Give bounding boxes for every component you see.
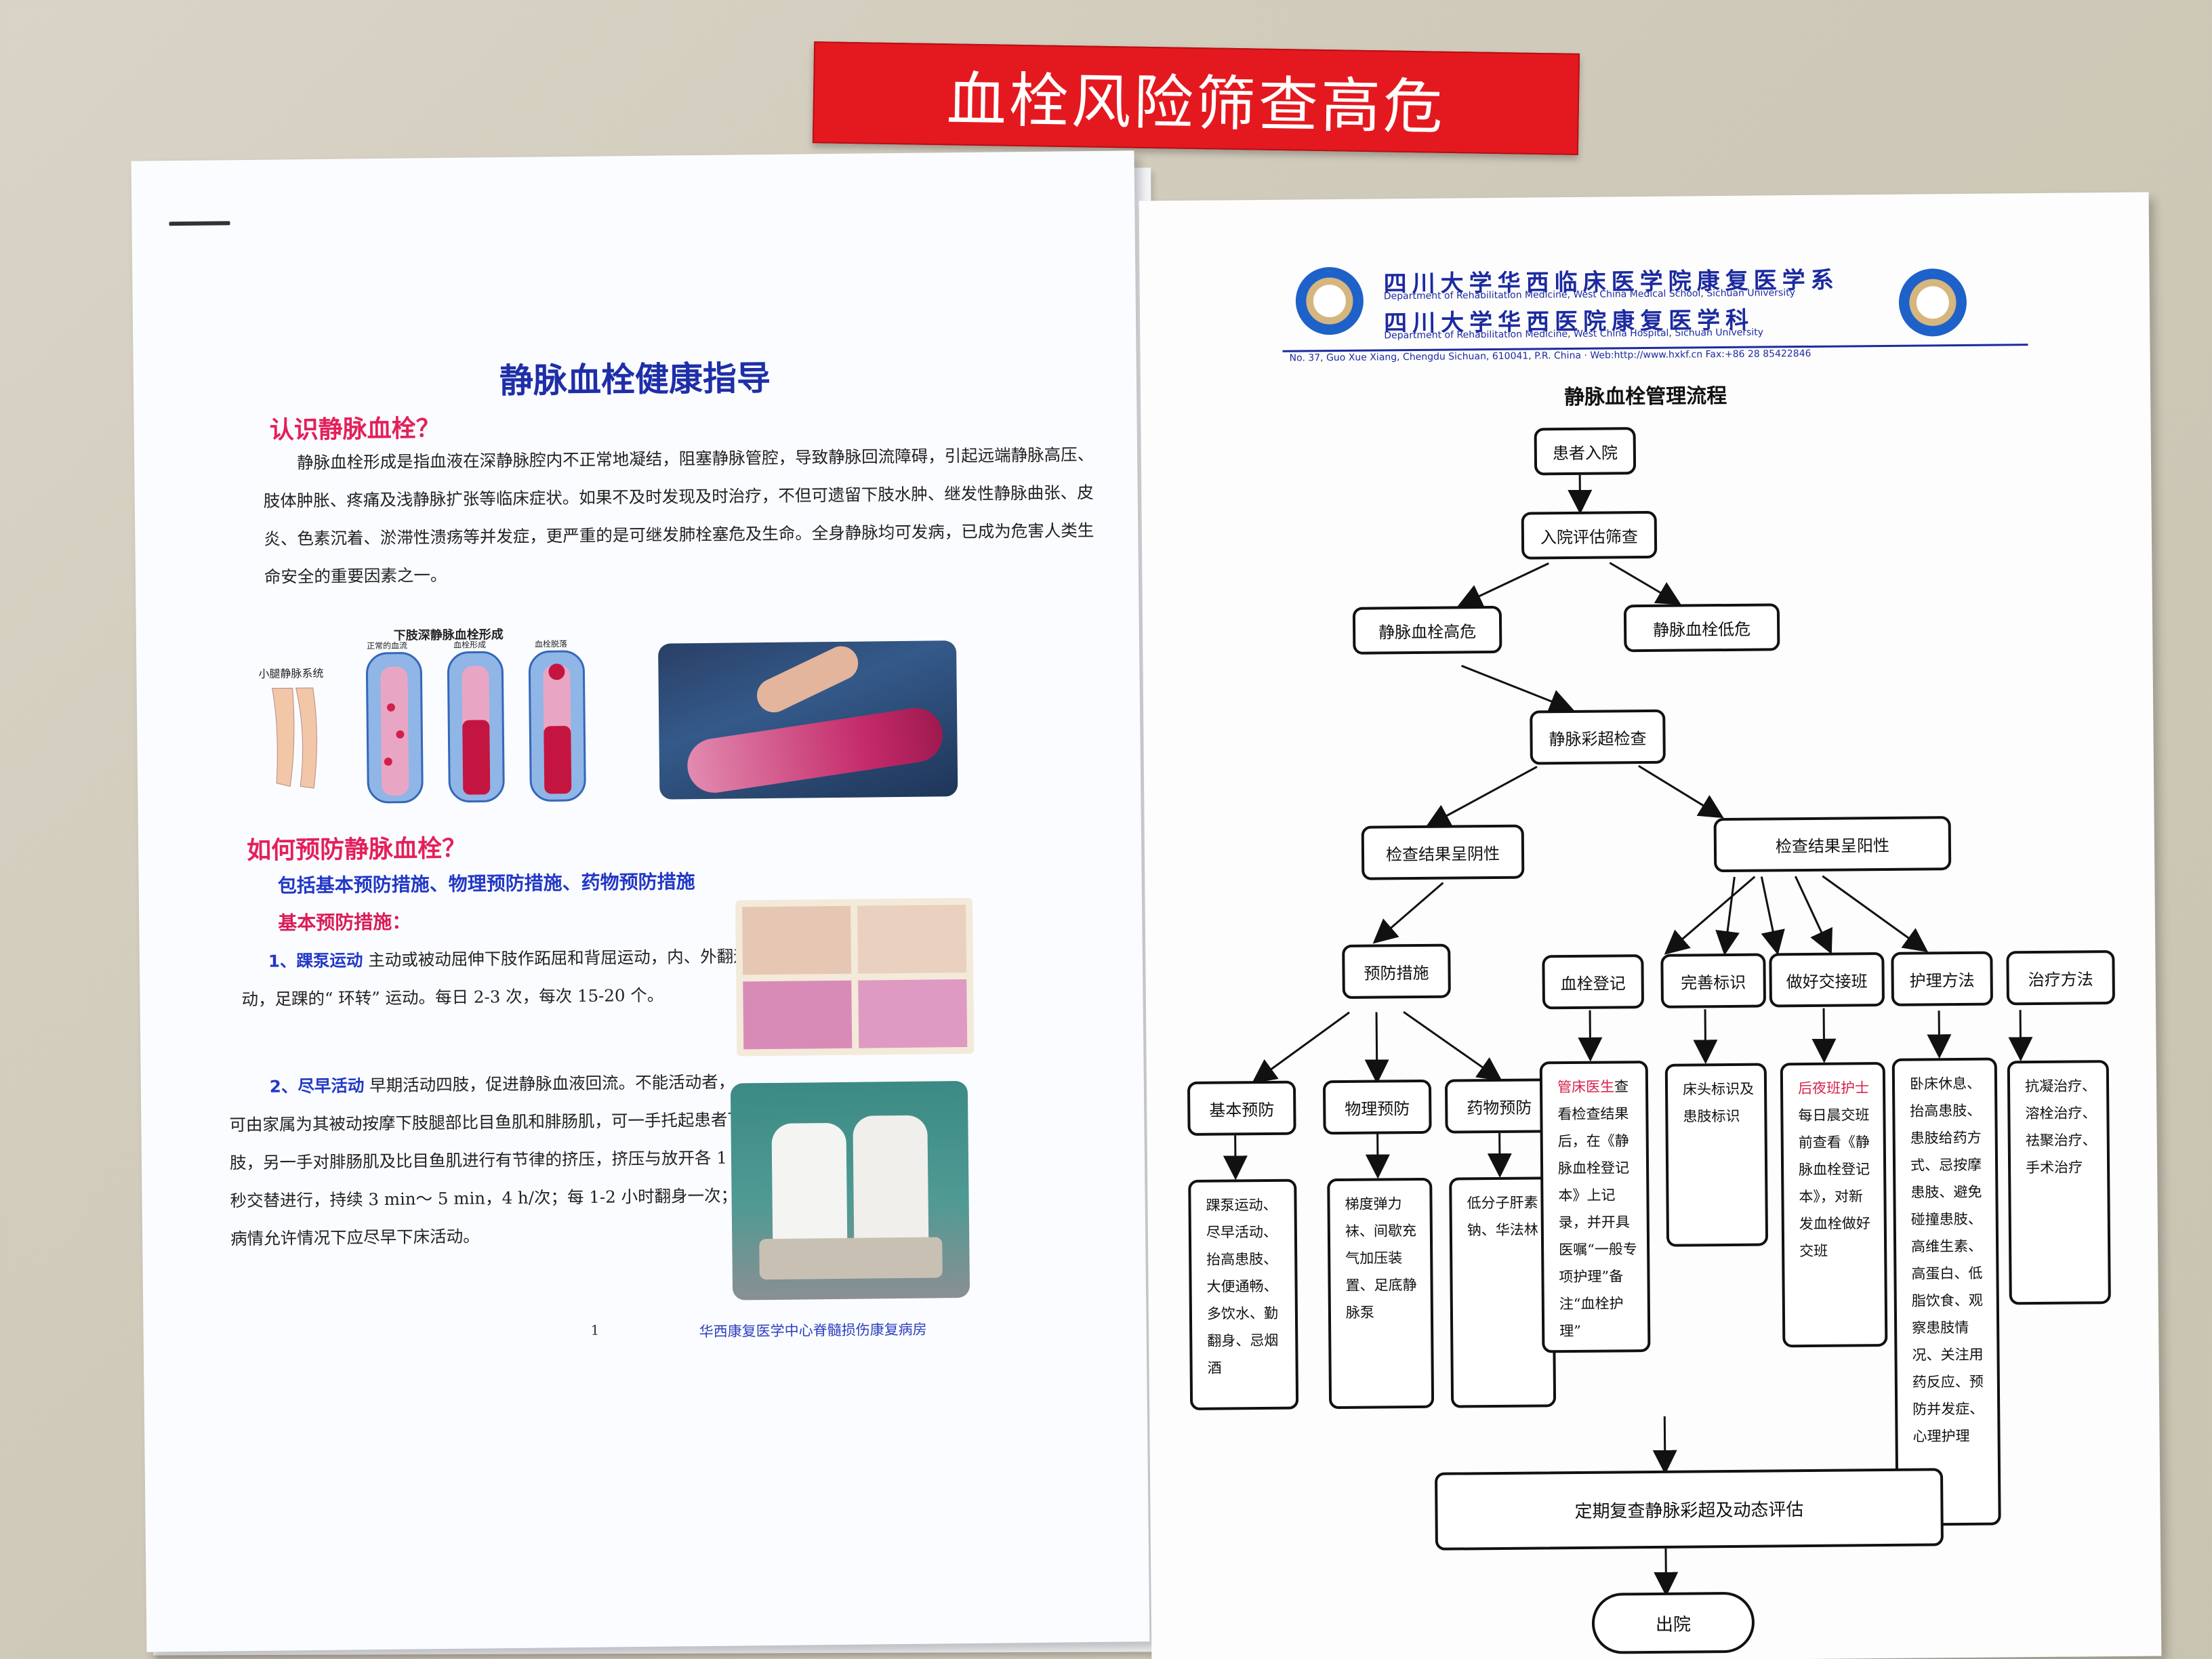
detail-register: 管床医生查看检查结果后，在《静脉血栓登记本》上记录，并开具医嘱“一般专项护理”备… [1539,1061,1651,1353]
diagram-label-1: 正常的血流 [366,640,408,651]
node-register: 血栓登记 [1542,954,1645,1010]
item2: 2、尽早活动 早期活动四肢，促进静脉血液回流。不能活动者，可由家属为其被动按摩下… [229,1063,746,1258]
node-treatment: 治疗方法 [2006,950,2116,1006]
section2-subheading: 包括基本预防措施、物理预防措施、药物预防措施 [277,870,695,897]
detail-handover: 后夜班护士每日晨交班前查看《静脉血栓登记本》，对新发血栓做好交班 [1780,1061,1888,1348]
diagram-label-2: 血栓形成 [453,640,487,650]
basic-measures-label: 基本预防措施： [278,910,411,935]
detail-treatment: 抗凝治疗、溶栓治疗、祛聚治疗、手术治疗 [2007,1060,2111,1305]
swollen-leg-photo [658,640,958,800]
section1-heading: 认识静脉血栓？ [269,415,441,445]
item1-key: 1、踝泵运动 [268,950,363,971]
node-drug: 药物预防 [1444,1078,1554,1134]
item2-key: 2、尽早活动 [269,1076,365,1097]
left-page: 静脉血栓健康指导 认识静脉血栓？ 静脉血栓形成是指血液在深静脉腔内不正常地凝结，… [131,150,1150,1652]
node-ultrasound: 静脉彩超检查 [1530,709,1666,765]
detail-nursing: 卧床休息、抬高患肢、患肢给药方式、忌按摩患肢、避免碰撞患肢、高维生素、高蛋白、低… [1891,1057,2001,1526]
right-page: 四川大学华西临床医学院康复医学系 Department of Rehabilit… [1139,192,2162,1659]
item2-text: 早期活动四肢，促进静脉血液回流。不能活动者，可由家属为其被动按摩下肢腿部比目鱼肌… [229,1071,745,1249]
node-negative: 检查结果呈阴性 [1361,824,1525,880]
node-physical: 物理预防 [1322,1079,1432,1135]
flowchart-arrows [1223,474,2033,1597]
node-handover: 做好交接班 [1769,951,1885,1008]
node-recheck: 定期复查静脉彩超及动态评估 [1434,1468,1944,1551]
nurses-photo [730,1080,970,1300]
diagram-label-3: 血栓脱落 [534,639,568,649]
node-admit: 患者入院 [1534,427,1637,476]
detail-handover-red: 后夜班护士 [1797,1080,1870,1097]
node-high-risk: 静脉血栓高危 [1352,605,1502,655]
staple [169,221,230,226]
detail-mark: 床头标识及患肢标识 [1664,1063,1769,1247]
detail-register-red: 管床医生 [1557,1078,1615,1096]
left-page-footer: 华西康复医学中心脊髓损伤康复病房 [699,1321,927,1340]
dvt-diagram: 下肢深静脉血栓形成 小腿静脉系统 正常的血流 血栓形成 血栓脱落 [258,623,613,810]
ankle-exercise-photos [735,897,975,1057]
item1: 1、踝泵运动 主动或被动屈伸下肢作跖屈和背屈运动，内、外翻运动，足踝的“ 环转”… [241,937,757,1019]
diagram-drawing [272,650,586,804]
detail-physical: 梯度弹力袜、间歇充气加压装置、足底静脉泵 [1327,1177,1435,1410]
left-page-title: 静脉血栓健康指导 [499,358,771,401]
node-nursing: 护理方法 [1891,951,1994,1006]
node-assess: 入院评估筛查 [1521,510,1658,560]
node-basic: 基本预防 [1187,1080,1296,1136]
detail-register-text: 查看检查结果后，在《静脉血栓登记本》上记录，并开具医嘱“一般专项护理”备注“血栓… [1557,1078,1637,1340]
node-discharge: 出院 [1591,1591,1755,1654]
page-number: 1 [590,1322,600,1338]
detail-basic: 踝泵运动、尽早活动、抬高患肢、大便通畅、多饮水、勤翻身、忌烟酒 [1188,1179,1299,1410]
node-mark: 完善标识 [1660,953,1767,1008]
banner: 血栓风险筛查高危 [812,41,1580,155]
node-low-risk: 静脉血栓低危 [1623,603,1780,653]
detail-drug: 低分子肝素钠、华法林 [1449,1176,1557,1408]
node-positive: 检查结果呈阳性 [1713,816,1952,873]
detail-handover-text: 每日晨交班前查看《静脉血栓登记本》，对新发血栓做好交班 [1798,1107,1870,1260]
section2-heading: 如何预防静脉血栓？ [246,834,467,865]
section1-paragraph: 静脉血栓形成是指血液在深静脉腔内不正常地凝结，阻塞静脉管腔，导致静脉回流障碍，引… [263,444,1094,587]
banner-text: 血栓风险筛查高危 [946,64,1446,142]
node-prevention: 预防措施 [1342,943,1451,999]
